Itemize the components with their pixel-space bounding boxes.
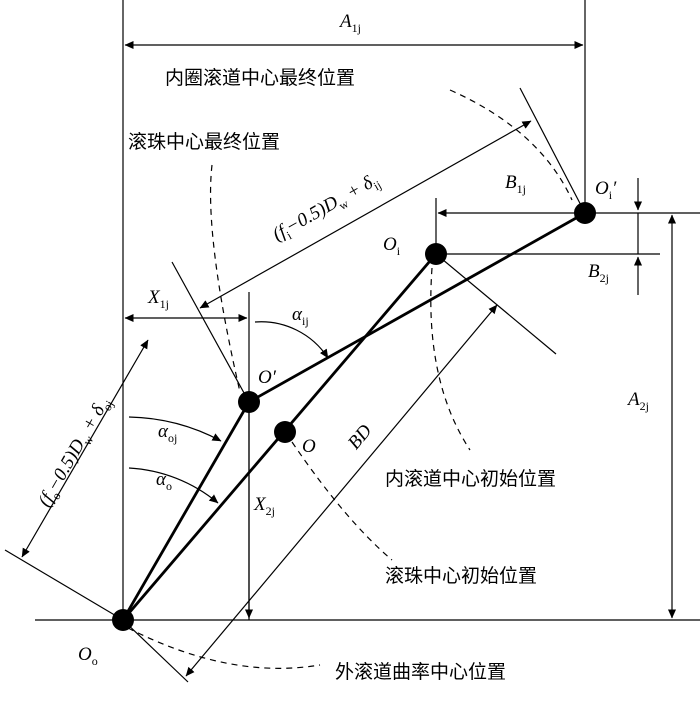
bd-dimension (185, 304, 498, 677)
ball-final-center-dot (238, 391, 260, 413)
outer-curvature-arc (127, 627, 321, 669)
inner-initial-center-dot (425, 243, 447, 265)
bd-label: BD (344, 421, 377, 454)
fo-dimension (21, 339, 149, 558)
ball-initial-center-dot (274, 421, 296, 443)
extension-lines (4, 87, 586, 683)
reference-lines (35, 0, 700, 621)
inner-final-annotation: 内圈滚道中心最终位置 (165, 67, 355, 89)
oi-prime-label: Oi′ (595, 178, 617, 202)
contact-line-outer-final (121, 401, 251, 621)
alpha-ij-label: αij (292, 304, 309, 328)
inner-final-extension (519, 87, 586, 214)
inner-initial-extension (435, 253, 557, 355)
inner-initial-annotation: 内滚道中心初始位置 (385, 468, 556, 490)
o-label: O (302, 436, 316, 457)
alpha-o-arc (128, 467, 219, 504)
outer-curvature-annotation: 外滚道曲率中心位置 (335, 661, 506, 683)
center-points (112, 202, 596, 631)
fi-dimension (199, 120, 532, 309)
symbol-labels: A1j X1j B1j B2j A2j X2j αij αoj αo Oi′ O… (34, 11, 649, 668)
inner-final-center-dot (574, 202, 596, 224)
contact-lines (121, 211, 586, 621)
fo-expression-label: (fo−0.5)Dw + δoj (34, 393, 116, 512)
outer-center-dot (112, 609, 134, 631)
alpha-o-label: αo (156, 469, 172, 493)
b2j-label: B2j (588, 261, 609, 285)
ball-initial-arc (291, 441, 393, 561)
ball-final-extension (171, 261, 250, 403)
annotations: 内圈滚道中心最终位置 滚珠中心最终位置 内滚道中心初始位置 滚珠中心初始位置 外… (128, 67, 556, 683)
outer-extension-right (122, 619, 189, 683)
b1j-label: B1j (505, 172, 526, 196)
a2j-label: A2j (626, 389, 649, 413)
oo-label: Oo (78, 644, 98, 668)
angle-arcs (128, 321, 329, 504)
oi-label: Oi (383, 234, 401, 258)
alpha-oj-arc (128, 416, 222, 442)
a1j-label: A1j (338, 11, 361, 35)
dimension-arrows (21, 40, 677, 677)
x1j-label: X1j (147, 287, 169, 311)
alpha-oj-label: αoj (158, 421, 177, 445)
alpha-ij-arc (254, 321, 329, 359)
o-prime-label: O′ (258, 367, 277, 388)
x2j-label: X2j (253, 494, 275, 518)
ball-initial-annotation: 滚珠中心初始位置 (385, 565, 537, 587)
ball-final-annotation: 滚珠中心最终位置 (128, 131, 280, 153)
outer-extension-lower (4, 549, 124, 621)
